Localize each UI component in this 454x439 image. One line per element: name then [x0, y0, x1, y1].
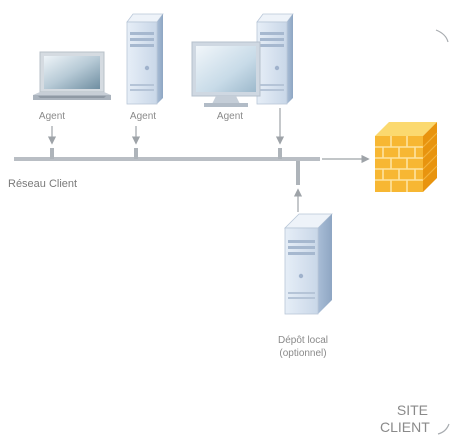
server-tower-icon [126, 13, 164, 105]
site-label-line1: SITE [396, 402, 428, 418]
depot-label-line1: Dépôt local [277, 335, 329, 346]
site-boundary [435, 29, 450, 435]
depot-server-icon [284, 213, 333, 315]
agent-label-3: Agent [216, 111, 244, 122]
depot-label: Dépôt local (optionnel) [262, 334, 344, 360]
network-label: Réseau Client [8, 178, 78, 190]
site-label-line2: CLIENT [380, 419, 430, 435]
site-label: SITE CLIENT [380, 402, 430, 436]
firewall-brick-icon [375, 122, 438, 192]
depot-label-line2: (optionnel) [279, 348, 327, 359]
desktop-monitor-icon [191, 13, 294, 107]
agent-label-2: Agent [129, 111, 157, 122]
agent-label-1: Agent [38, 111, 66, 122]
network-bus [14, 148, 320, 185]
connection-arrows [47, 108, 370, 212]
laptop-icon [33, 51, 111, 100]
